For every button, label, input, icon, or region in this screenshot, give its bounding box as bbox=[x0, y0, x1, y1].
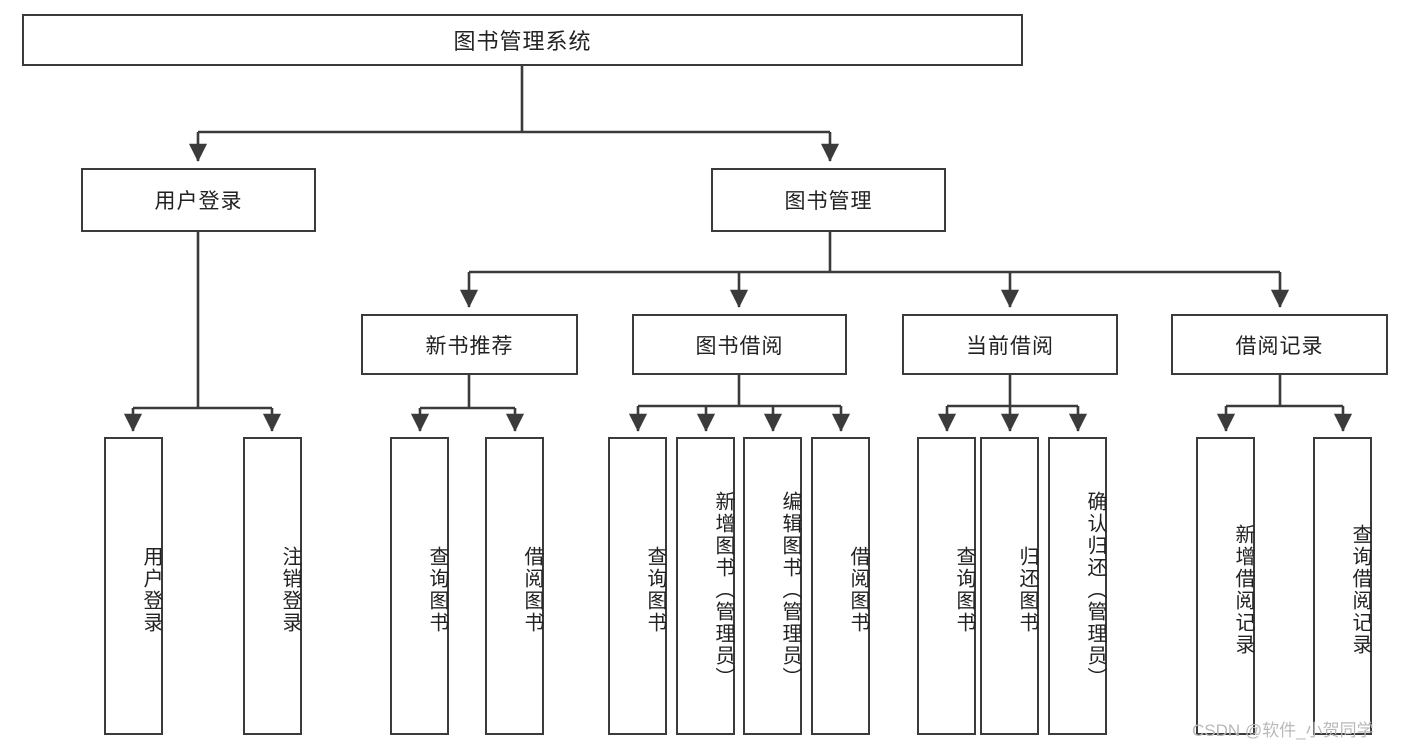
node-root-system[interactable]: 图书管理系统 bbox=[22, 14, 1023, 66]
leaf-user-login[interactable]: 用户登录 bbox=[104, 437, 163, 735]
csdn-watermark: CSDN @软件_小贺同学 bbox=[1192, 721, 1374, 740]
leaf-borrow-book[interactable]: 借阅图书 bbox=[811, 437, 870, 735]
leaf-add-borrow-record[interactable]: 新增借阅记录 bbox=[1196, 437, 1255, 735]
leaf-confirm-return-admin[interactable]: 确认归还（管理员） bbox=[1048, 437, 1107, 735]
node-new-book-recommend[interactable]: 新书推荐 bbox=[361, 314, 578, 375]
node-user-login[interactable]: 用户登录 bbox=[81, 168, 316, 232]
leaf-query-book-current[interactable]: 查询图书 bbox=[917, 437, 976, 735]
leaf-return-book[interactable]: 归还图书 bbox=[980, 437, 1039, 735]
leaf-query-book-borrow[interactable]: 查询图书 bbox=[608, 437, 667, 735]
node-book-borrow[interactable]: 图书借阅 bbox=[632, 314, 847, 375]
leaf-logout-login[interactable]: 注销登录 bbox=[243, 437, 302, 735]
node-book-manage[interactable]: 图书管理 bbox=[711, 168, 946, 232]
node-borrow-record[interactable]: 借阅记录 bbox=[1171, 314, 1388, 375]
node-current-borrow[interactable]: 当前借阅 bbox=[902, 314, 1118, 375]
leaf-query-borrow-record[interactable]: 查询借阅记录 bbox=[1313, 437, 1372, 735]
leaf-edit-book-admin[interactable]: 编辑图书（管理员） bbox=[743, 437, 802, 735]
leaf-query-book-recommend[interactable]: 查询图书 bbox=[390, 437, 449, 735]
leaf-add-book-admin[interactable]: 新增图书（管理员） bbox=[676, 437, 735, 735]
leaf-borrow-book-recommend[interactable]: 借阅图书 bbox=[485, 437, 544, 735]
